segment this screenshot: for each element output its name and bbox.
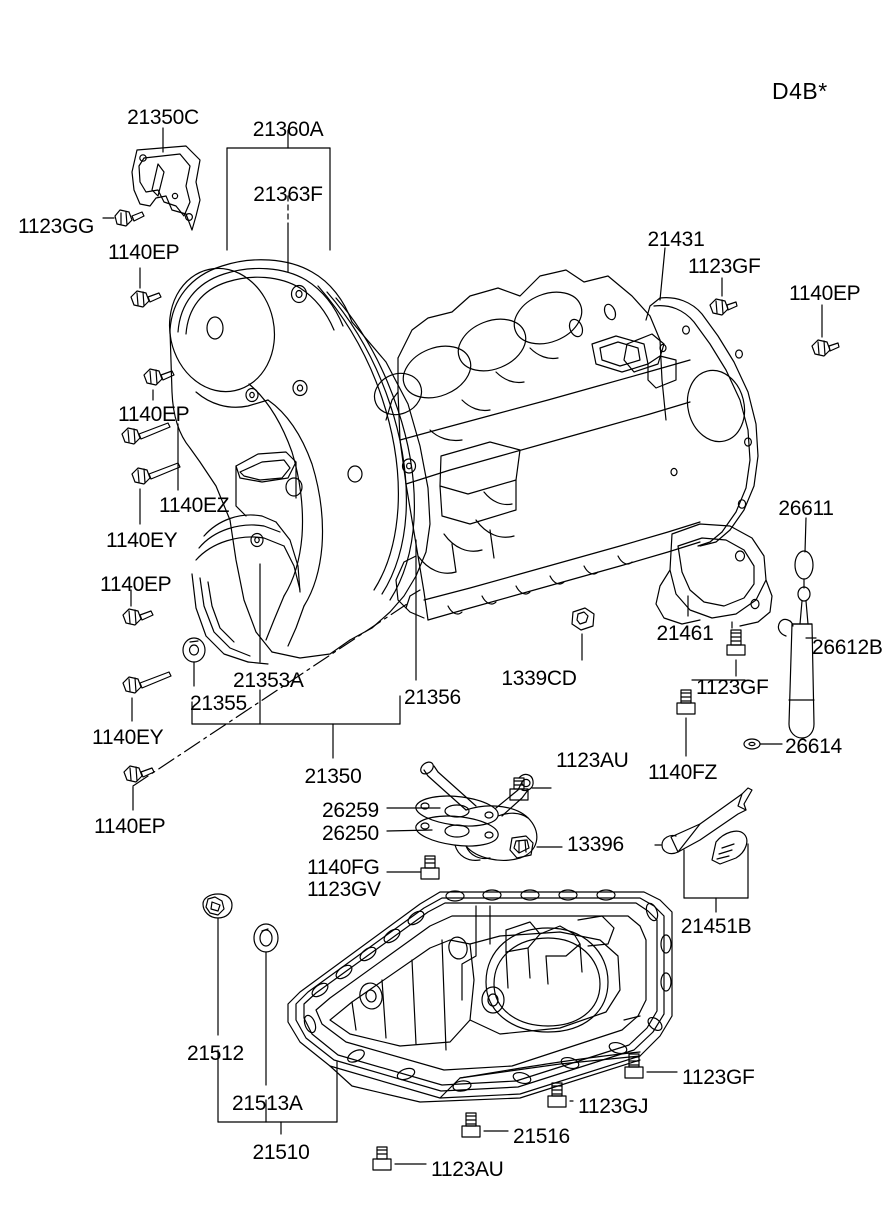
label-1123GJ: 1123GJ	[578, 1095, 649, 1118]
part-26611-dipstick	[794, 550, 814, 625]
label-1123GF-3: 1123GF	[682, 1066, 755, 1089]
label-21355: 21355	[190, 692, 247, 715]
fastener-1339CD-nut	[571, 607, 595, 631]
label-1140FG: 1140FG	[307, 856, 380, 879]
label-1140FZ: 1140FZ	[648, 761, 718, 784]
fastener-1140EY-1-bolt	[131, 462, 181, 525]
part-21431-rear-plate	[623, 297, 759, 547]
label-21513A: 21513A	[232, 1092, 303, 1115]
part-21513A-gasket	[253, 923, 279, 953]
fastener-1123GF-3-bolt	[624, 1053, 678, 1079]
part-26614-oring	[743, 738, 761, 750]
label-1339CD: 1339CD	[501, 667, 577, 690]
label-1140EZ: 1140EZ	[159, 494, 230, 517]
label-21516: 21516	[513, 1125, 570, 1148]
fastener-1123GF-1-bolt	[709, 277, 738, 316]
fastener-1140EP-3-bolt	[122, 589, 154, 626]
label-1140EP-1: 1140EP	[108, 241, 180, 264]
label-26611: 26611	[778, 497, 834, 520]
label-21363F: 21363F	[253, 183, 323, 206]
label-21353A: 21353A	[233, 669, 304, 692]
label-1140EP-5: 1140EP	[789, 282, 861, 305]
part-21355-washer	[182, 637, 206, 663]
label-1140EY-1: 1140EY	[106, 529, 178, 552]
part-21451B-sealant-tube	[654, 787, 753, 913]
fastener-21516-bolt	[461, 1112, 509, 1138]
label-1140EY-2: 1140EY	[92, 726, 164, 749]
diagram-title: D4B*	[772, 78, 828, 104]
leader-26250	[386, 829, 433, 832]
fastener-1123GG-bolt	[102, 209, 145, 227]
fastener-1140EP-2-bolt	[143, 368, 175, 401]
part-21350C-bracket	[131, 145, 201, 231]
label-13396: 13396	[567, 833, 624, 856]
label-1123GG: 1123GG	[18, 215, 95, 238]
label-1123GV: 1123GV	[307, 878, 381, 901]
fastener-1140EP-5-bolt	[811, 304, 840, 357]
label-1123GF-2: 1123GF	[696, 676, 769, 699]
fastener-1140EY-2-bolt	[122, 671, 172, 722]
label-21510: 21510	[252, 1141, 310, 1164]
label-26259: 26259	[322, 799, 379, 822]
leader-bracket-21350	[191, 689, 401, 759]
label-1140EP-2: 1140EP	[118, 403, 190, 426]
leader-bracket-21510	[217, 1049, 338, 1135]
fastener-1140EP-1-bolt	[130, 267, 162, 308]
part-21512-drain-plug	[202, 893, 233, 919]
label-1123AU-2: 1123AU	[431, 1158, 504, 1181]
label-21431: 21431	[647, 228, 705, 251]
part-engine-cylinder-block	[373, 269, 701, 621]
leader-21431	[659, 247, 666, 301]
label-21451B: 21451B	[680, 915, 752, 938]
label-21350C: 21350C	[127, 106, 199, 129]
fastener-1123AU-2-bolt	[372, 1146, 427, 1171]
fastener-1123GJ-bolt	[547, 1082, 574, 1108]
label-26614: 26614	[785, 735, 842, 758]
fastener-1140FZ-bolt	[676, 689, 696, 757]
fastener-1123AU-1-bolt	[509, 777, 552, 801]
label-26612B: 26612B	[812, 636, 883, 659]
label-1140EP-3: 1140EP	[100, 573, 172, 596]
fastener-1123GF-2-bolt	[691, 621, 746, 681]
label-1140EP-4: 1140EP	[94, 815, 166, 838]
label-21356: 21356	[404, 686, 461, 709]
part-21461-rear-plate	[655, 523, 773, 627]
label-21360A: 21360A	[252, 118, 324, 141]
fastener-1140FG-1123GV-bolt	[386, 855, 440, 880]
label-21512: 21512	[187, 1042, 244, 1065]
assembly-axis-line	[132, 601, 411, 787]
leader-26611	[804, 517, 807, 553]
leader-box-21360A	[226, 129, 331, 273]
label-26250: 26250	[322, 822, 379, 845]
label-21461: 21461	[656, 622, 714, 645]
label-1123AU-1: 1123AU	[556, 749, 629, 772]
part-26612B-guide-tube	[777, 618, 815, 739]
label-1123GF-1: 1123GF	[688, 255, 761, 278]
fastener-1140EP-4-bolt	[123, 765, 155, 811]
label-21350: 21350	[304, 765, 362, 788]
fastener-13396-nut	[509, 835, 534, 859]
fastener-1140EZ-bolt	[121, 422, 179, 491]
part-21360A-timing-cover	[168, 259, 431, 665]
part-21510-oil-pan	[287, 889, 673, 1103]
